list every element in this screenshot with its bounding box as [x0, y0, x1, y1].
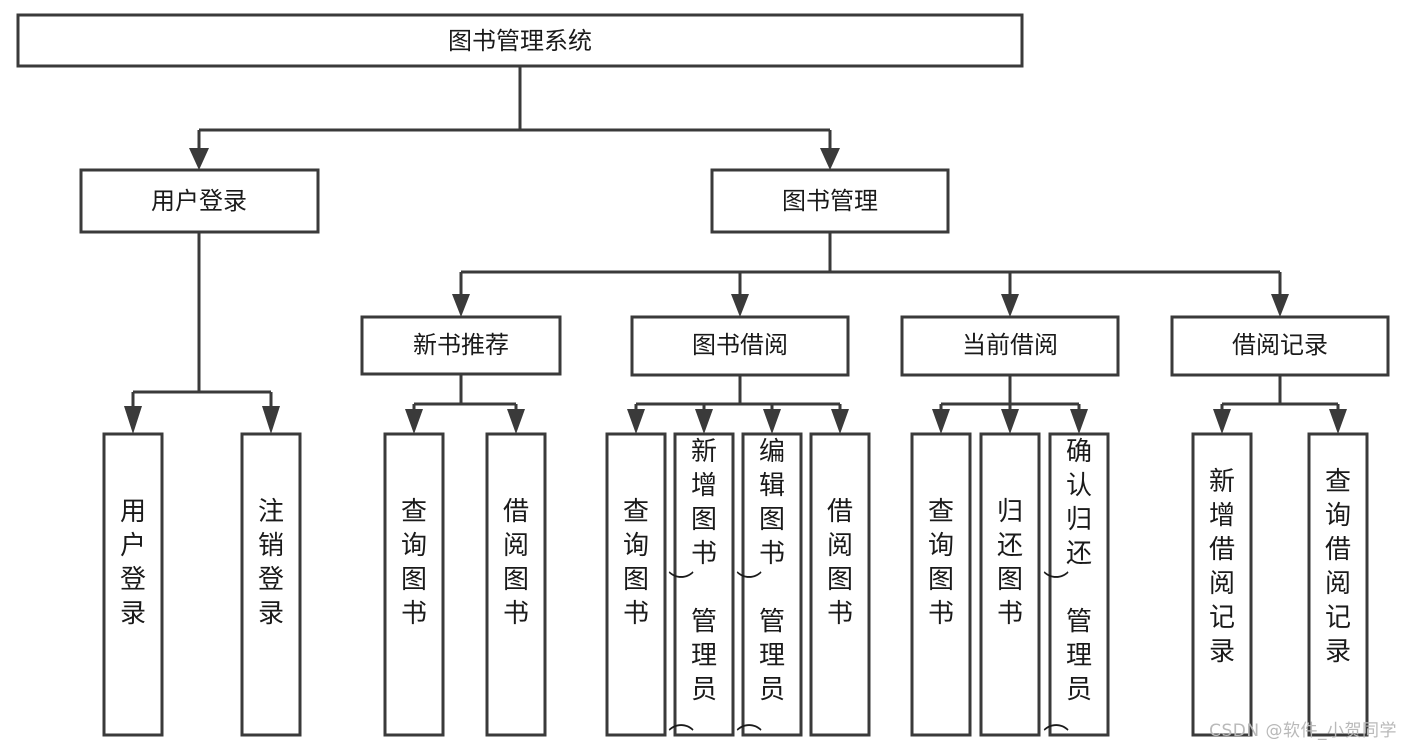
arrow-head-current-borrow [1001, 294, 1019, 317]
node-user-login-label: 用户登录 [151, 187, 247, 215]
leaf-node-query-record[interactable]: 查询借阅记录 [1307, 432, 1369, 737]
leaf-node-return-book-label: 归还图书 [997, 497, 1023, 629]
leaf-node-borrow-book-2-box[interactable] [809, 432, 871, 737]
node-borrow-record-box[interactable] [1170, 315, 1390, 377]
arrow-head-leaf-query-book-2 [627, 409, 645, 434]
arrow-head-user-login [189, 148, 209, 170]
leaf-node-user-login-label: 用户登录 [120, 497, 146, 629]
leaf-node-add-record-box[interactable] [1191, 432, 1253, 737]
node-current-borrow[interactable]: 当前借阅 [900, 315, 1120, 377]
leaf-node-query-book-3-box[interactable] [910, 432, 972, 737]
node-borrow-record-label: 借阅记录 [1232, 331, 1328, 359]
node-root-box[interactable] [16, 13, 1024, 68]
leaf-node-borrow-book-2[interactable]: 借阅图书 [809, 432, 871, 737]
node-new-book-recommend-label: 新书推荐 [413, 331, 509, 359]
leaf-node-user-login-box[interactable] [102, 432, 164, 737]
arrow-head-borrow-record [1271, 294, 1289, 317]
leaf-node-query-record-box[interactable] [1307, 432, 1369, 737]
arrow-head-leaf-confirm-return [1070, 409, 1088, 434]
leaf-node-edit-book-label: 编辑图书（管理员） [736, 437, 785, 732]
arrow-head-leaf-query-record [1329, 409, 1347, 434]
leaf-node-user-login[interactable]: 用户登录 [102, 432, 164, 737]
leaf-node-return-book[interactable]: 归还图书 [979, 432, 1041, 737]
node-book-manage-label: 图书管理 [782, 187, 878, 215]
node-book-manage[interactable]: 图书管理 [710, 168, 950, 234]
node-book-manage-box[interactable] [710, 168, 950, 234]
node-book-borrow[interactable]: 图书借阅 [630, 315, 850, 377]
leaf-node-add-record-label: 新增借阅记录 [1209, 467, 1235, 667]
leaf-node-query-book-2[interactable]: 查询图书 [605, 432, 667, 737]
leaf-node-confirm-return-box[interactable] [1048, 432, 1110, 737]
arrow-head-leaf-borrow-book-1 [507, 409, 525, 434]
node-user-login[interactable]: 用户登录 [79, 168, 320, 234]
node-borrow-record[interactable]: 借阅记录 [1170, 315, 1390, 377]
leaf-node-add-book-box[interactable] [673, 432, 735, 737]
arrow-head-leaf-return-book [1001, 409, 1019, 434]
arrow-head-leaf-query-book-3 [932, 409, 950, 434]
leaf-node-logout-box[interactable] [240, 432, 302, 737]
leaf-node-return-book-box[interactable] [979, 432, 1041, 737]
leaf-node-borrow-book-1-label: 借阅图书 [503, 497, 529, 629]
node-root[interactable]: 图书管理系统 [16, 13, 1024, 68]
leaf-node-query-book-1-box[interactable] [383, 432, 445, 737]
arrow-head-leaf-user-login [124, 406, 142, 434]
leaf-node-query-book-2-label: 查询图书 [623, 497, 649, 629]
leaf-node-add-record[interactable]: 新增借阅记录 [1191, 432, 1253, 737]
csdn-watermark: CSDN @软件_小贺同学 [1209, 721, 1397, 741]
leaf-node-confirm-return-label: 确认归还（管理员） [1043, 437, 1092, 732]
node-book-borrow-label: 图书借阅 [692, 331, 788, 359]
leaf-node-edit-book[interactable]: 编辑图书（管理员） [736, 432, 803, 737]
leaf-node-query-book-1[interactable]: 查询图书 [383, 432, 445, 737]
arrow-head-leaf-edit-book [763, 409, 781, 434]
arrow-head-new-book [452, 294, 470, 317]
node-book-borrow-box[interactable] [630, 315, 850, 377]
node-new-book-recommend[interactable]: 新书推荐 [360, 315, 562, 376]
leaf-node-query-record-label: 查询借阅记录 [1325, 467, 1351, 667]
arrow-head-leaf-add-book [695, 409, 713, 434]
arrow-head-leaf-borrow-book-2 [831, 409, 849, 434]
node-root-label: 图书管理系统 [448, 27, 592, 55]
arrow-head-book-manage [820, 148, 840, 170]
node-current-borrow-box[interactable] [900, 315, 1120, 377]
leaf-node-query-book-3[interactable]: 查询图书 [910, 432, 972, 737]
leaf-node-query-book-3-label: 查询图书 [928, 497, 954, 629]
arrow-head-leaf-query-book-1 [405, 409, 423, 434]
leaf-node-logout-label: 注销登录 [258, 497, 284, 629]
leaf-node-borrow-book-2-label: 借阅图书 [827, 497, 853, 629]
leaf-node-logout[interactable]: 注销登录 [240, 432, 302, 737]
arrow-head-book-borrow [731, 294, 749, 317]
leaf-node-add-book[interactable]: 新增图书（管理员） [668, 432, 735, 737]
leaf-node-borrow-book-1[interactable]: 借阅图书 [485, 432, 547, 737]
leaf-node-query-book-2-box[interactable] [605, 432, 667, 737]
node-current-borrow-label: 当前借阅 [962, 331, 1058, 359]
leaf-node-confirm-return[interactable]: 确认归还（管理员） [1043, 432, 1110, 737]
node-user-login-box[interactable] [79, 168, 320, 234]
leaf-node-borrow-book-1-box[interactable] [485, 432, 547, 737]
arrow-head-leaf-logout [262, 406, 280, 434]
leaf-node-add-book-label: 新增图书（管理员） [668, 437, 717, 732]
leaf-node-query-book-1-label: 查询图书 [401, 497, 427, 629]
leaf-node-edit-book-box[interactable] [741, 432, 803, 737]
node-new-book-recommend-box[interactable] [360, 315, 562, 376]
connector-layer [124, 66, 1347, 434]
arrow-head-leaf-add-record [1213, 409, 1231, 434]
